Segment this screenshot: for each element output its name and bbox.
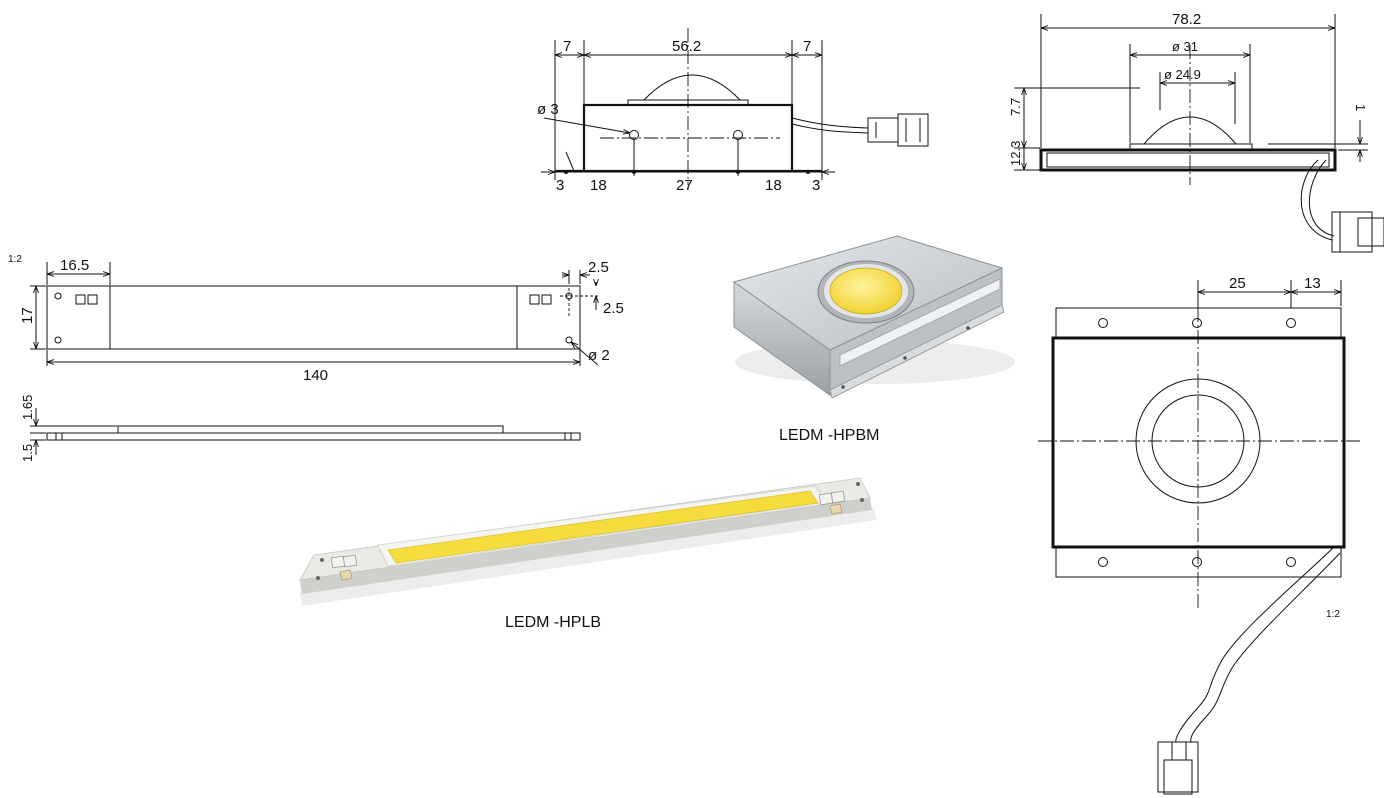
front-dim-b4: 18 [765,177,782,194]
side-dim-lens-inner: ø 24.9 [1164,67,1201,82]
strip-dim-end-block: 16.5 [60,257,89,274]
strip-dim-hole-offset-x: 2.5 [588,259,609,276]
top-dim-edge: 13 [1304,275,1321,292]
front-dim-b1: 3 [556,177,564,194]
strip-scale-label: 1:2 [8,254,22,265]
front-dim-b3: 27 [676,177,693,194]
front-dim-hole-diameter: ø 3 [537,101,559,118]
strip-dim-height: 17 [19,307,36,324]
front-dim-left-flange: 7 [563,38,571,55]
strip-drawing: 1:2 16.5 17 140 2.5 [8,254,624,462]
top-view-drawing: 25 13 1:2 [1038,275,1360,795]
front-dim-right-flange: 7 [803,38,811,55]
strip-product-label: LEDM -HPLB [505,614,601,631]
strip-dim-thickness-base: 1.5 [20,444,35,462]
side-dim-gap: 1 [1353,104,1368,111]
side-view-drawing: 78.2 ø 31 ø 24.9 7.7 12.3 1 [1008,11,1384,253]
side-dim-length: 78.2 [1172,11,1201,28]
strip-dim-hole-offset-y: 2.5 [603,300,624,317]
strip-dim-length: 140 [303,367,328,384]
led-strip-photo: LEDM -HPLB [299,477,876,631]
front-dim-b5: 3 [812,177,820,194]
front-dim-width: 56.2 [672,38,701,55]
top-dim-hole-spacing: 25 [1229,275,1246,292]
side-dim-height-top: 7.7 [1008,98,1023,116]
side-dim-lens-outer: ø 31 [1172,39,1198,54]
strip-dim-hole-diameter: ø 2 [588,347,610,364]
strip-dim-thickness-top: 1.65 [20,395,35,420]
top-scale-label: 1:2 [1326,609,1340,620]
side-dim-height-body: 12.3 [1008,141,1023,166]
module-product-label: LEDM -HPBM [779,427,879,444]
led-module-photo: LEDM -HPBM [732,235,1015,444]
front-view-drawing: 7 56.2 7 ø 3 3 18 27 18 3 [537,28,929,194]
front-dim-b2: 18 [590,177,607,194]
